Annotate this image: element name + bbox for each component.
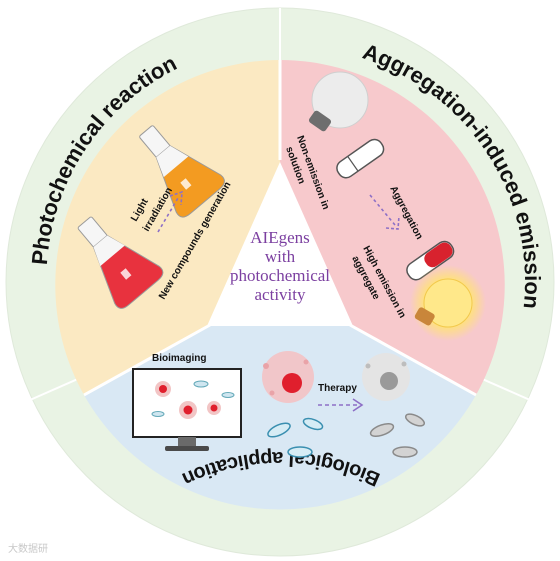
- center-line-3: photochemical: [230, 266, 330, 285]
- glowing-bulb-icon: [410, 265, 486, 341]
- aggregation-arrow: [369, 194, 396, 226]
- center-line-2: with: [265, 247, 296, 266]
- ring-divider: [29, 377, 81, 401]
- treated-cell-icon: [362, 353, 410, 401]
- ring-divider: [479, 377, 531, 401]
- sector-divider: [349, 323, 477, 397]
- monitor-icon: [132, 368, 242, 451]
- red-tube-icon: [406, 240, 455, 281]
- therapy-label: Therapy: [318, 383, 357, 394]
- treated-bacteria-icon: [369, 413, 426, 458]
- infected-cell-icon: [262, 351, 314, 403]
- bacteria-icon: [267, 417, 324, 458]
- off-bulb-icon: [308, 71, 369, 132]
- center-triangle: [207, 162, 353, 326]
- red-flask-icon: [77, 216, 164, 309]
- orange-flask-icon: [139, 125, 225, 218]
- bioimaging-label: Bioimaging: [152, 353, 206, 364]
- light-irradiation-arrow: [157, 197, 179, 233]
- sector-divider: [83, 323, 211, 397]
- center-line-1: AIEgens: [250, 228, 309, 247]
- watermark: 大数据研: [8, 544, 48, 555]
- empty-tube-icon: [336, 138, 385, 179]
- center-line-4: activity: [255, 285, 306, 304]
